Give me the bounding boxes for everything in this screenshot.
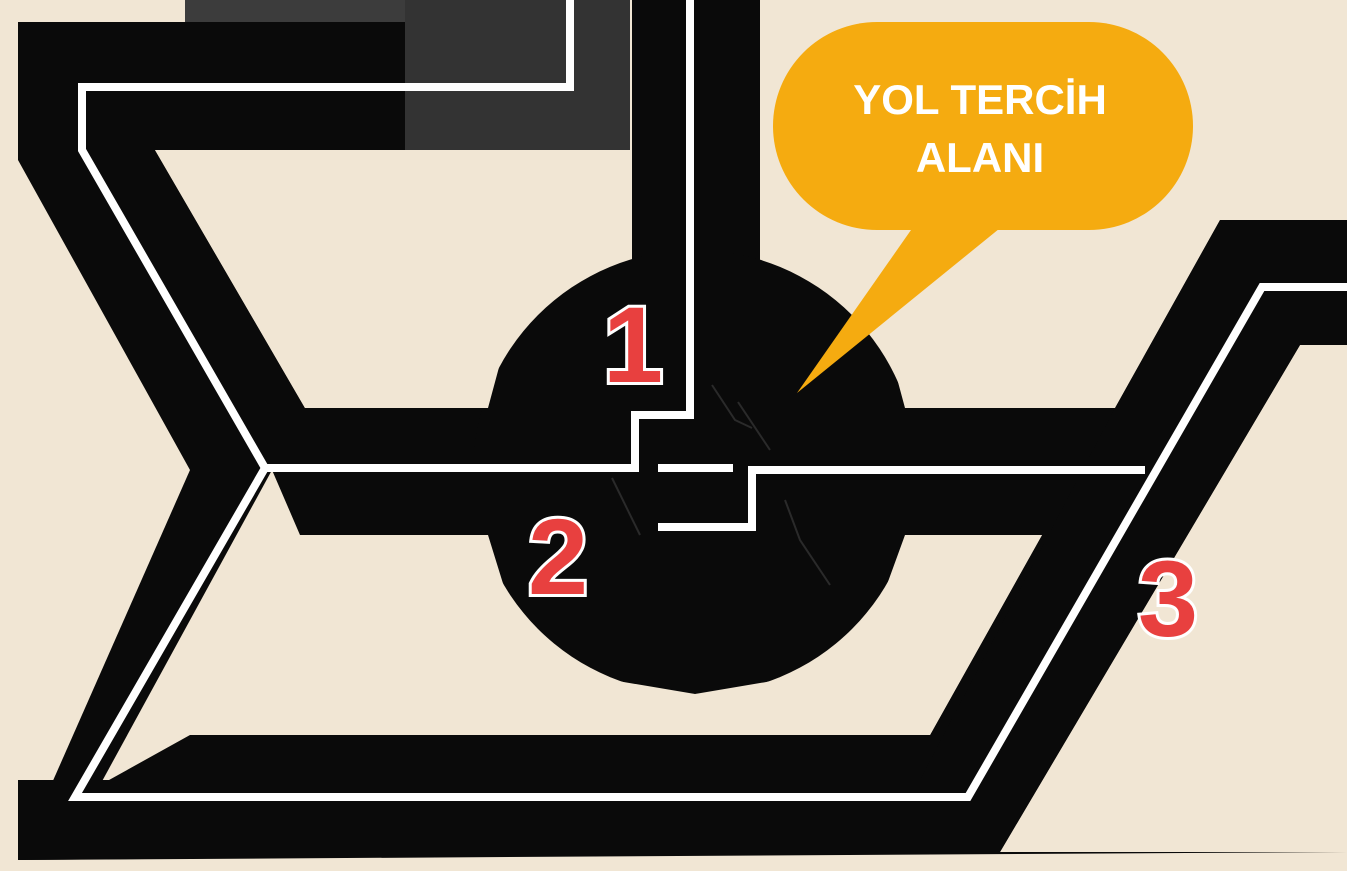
circle-texture bbox=[611, 384, 831, 586]
guide-center-lower bbox=[658, 466, 1145, 531]
white-guide-line bbox=[68, 0, 1347, 801]
callout-line-1: YOL TERCİH bbox=[853, 76, 1107, 123]
right-lower-interior bbox=[1000, 345, 1347, 852]
outer-right-diagonal bbox=[18, 220, 1347, 860]
track-upper-frame bbox=[18, 22, 488, 470]
lower-interior bbox=[190, 535, 1042, 735]
black-track-outer bbox=[18, 220, 1347, 860]
callout-pointer bbox=[797, 220, 1010, 393]
guide-lower-loop bbox=[68, 283, 1347, 801]
callout-line-2: ALANI bbox=[916, 134, 1044, 181]
crack-1 bbox=[711, 384, 753, 429]
upper-interior bbox=[155, 150, 630, 408]
crack-2 bbox=[737, 401, 771, 451]
route-choice-callout: YOL TERCİH ALANI bbox=[773, 22, 1193, 393]
callout-bubble bbox=[773, 22, 1193, 230]
route-label-1: 1 bbox=[603, 284, 663, 405]
crack-4 bbox=[784, 499, 831, 586]
crack-3 bbox=[611, 477, 641, 536]
route-label-3: 3 bbox=[1138, 538, 1198, 659]
route-label-2: 2 bbox=[528, 496, 588, 617]
start-block-shade bbox=[185, 0, 405, 22]
